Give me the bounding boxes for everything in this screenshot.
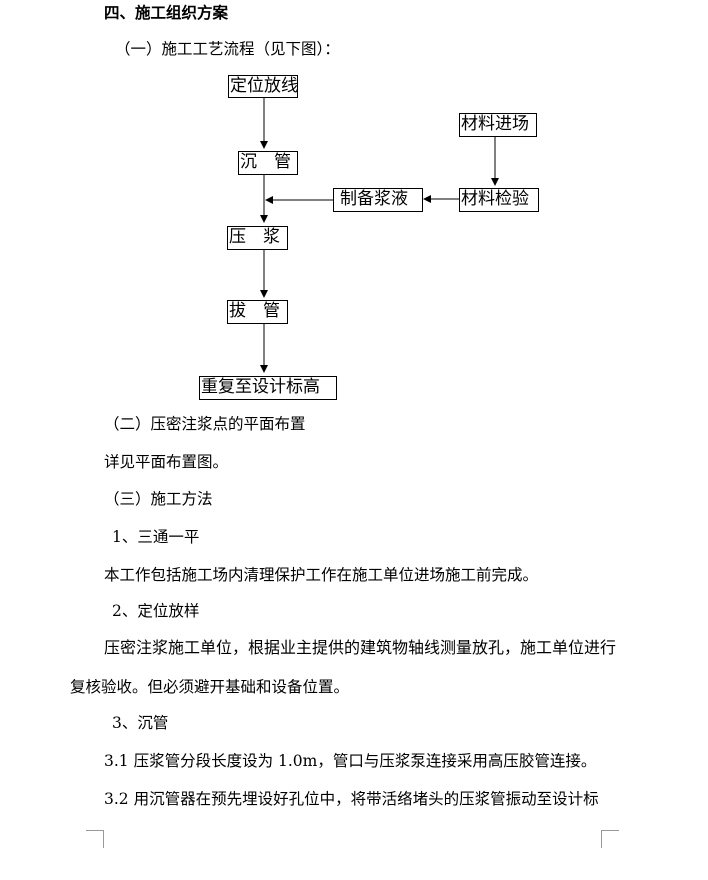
paragraph-item2-line2: 复核验收。但必须避开基础和设备位置。	[70, 678, 350, 696]
flow-step-yajiang: 压 浆	[227, 226, 288, 250]
paragraph-3-1: 3.1 压浆管分段长度设为 1.0m，管口与压浆泵连接采用高压胶管连接。	[104, 752, 597, 770]
subsection-title-method: （三）施工方法	[104, 490, 213, 508]
flow-step-dingwei: 定位放线	[228, 75, 298, 98]
subsection-title-process: （一）施工工艺流程（见下图）：	[115, 40, 340, 58]
page-corner-mark-right	[601, 830, 619, 848]
flow-step-cailiao-jianyan: 材料检验	[459, 188, 539, 212]
flow-step-chongfu: 重复至设计标高	[199, 376, 337, 400]
paragraph-3-2: 3.2 用沉管器在预先埋设好孔位中，将带活络堵头的压浆管振动至设计标	[104, 790, 599, 808]
item-title-1: 1、三通一平	[112, 528, 200, 546]
flow-step-chenguan: 沉 管	[238, 151, 298, 175]
flow-step-cailiao-jinchang: 材料进场	[459, 113, 537, 137]
section-heading: 四、施工组织方案	[104, 4, 229, 22]
subsection-title-layout: （二）压密注浆点的平面布置	[104, 415, 306, 433]
flow-step-zhibei: 制备浆液	[333, 188, 423, 212]
page-corner-mark-left	[86, 830, 104, 848]
paragraph-layout: 详见平面布置图。	[104, 453, 229, 471]
flowchart-arrows	[260, 98, 499, 373]
item-title-3: 3、沉管	[112, 714, 169, 732]
paragraph-item1: 本工作包括施工场内清理保护工作在施工单位进场施工前完成。	[104, 566, 539, 584]
item-title-2: 2、定位放样	[112, 602, 200, 620]
flow-step-baguan: 拔 管	[227, 300, 288, 324]
paragraph-item2-line1: 压密注浆施工单位，根据业主提供的建筑物轴线测量放孔，施工单位进行	[104, 638, 617, 657]
